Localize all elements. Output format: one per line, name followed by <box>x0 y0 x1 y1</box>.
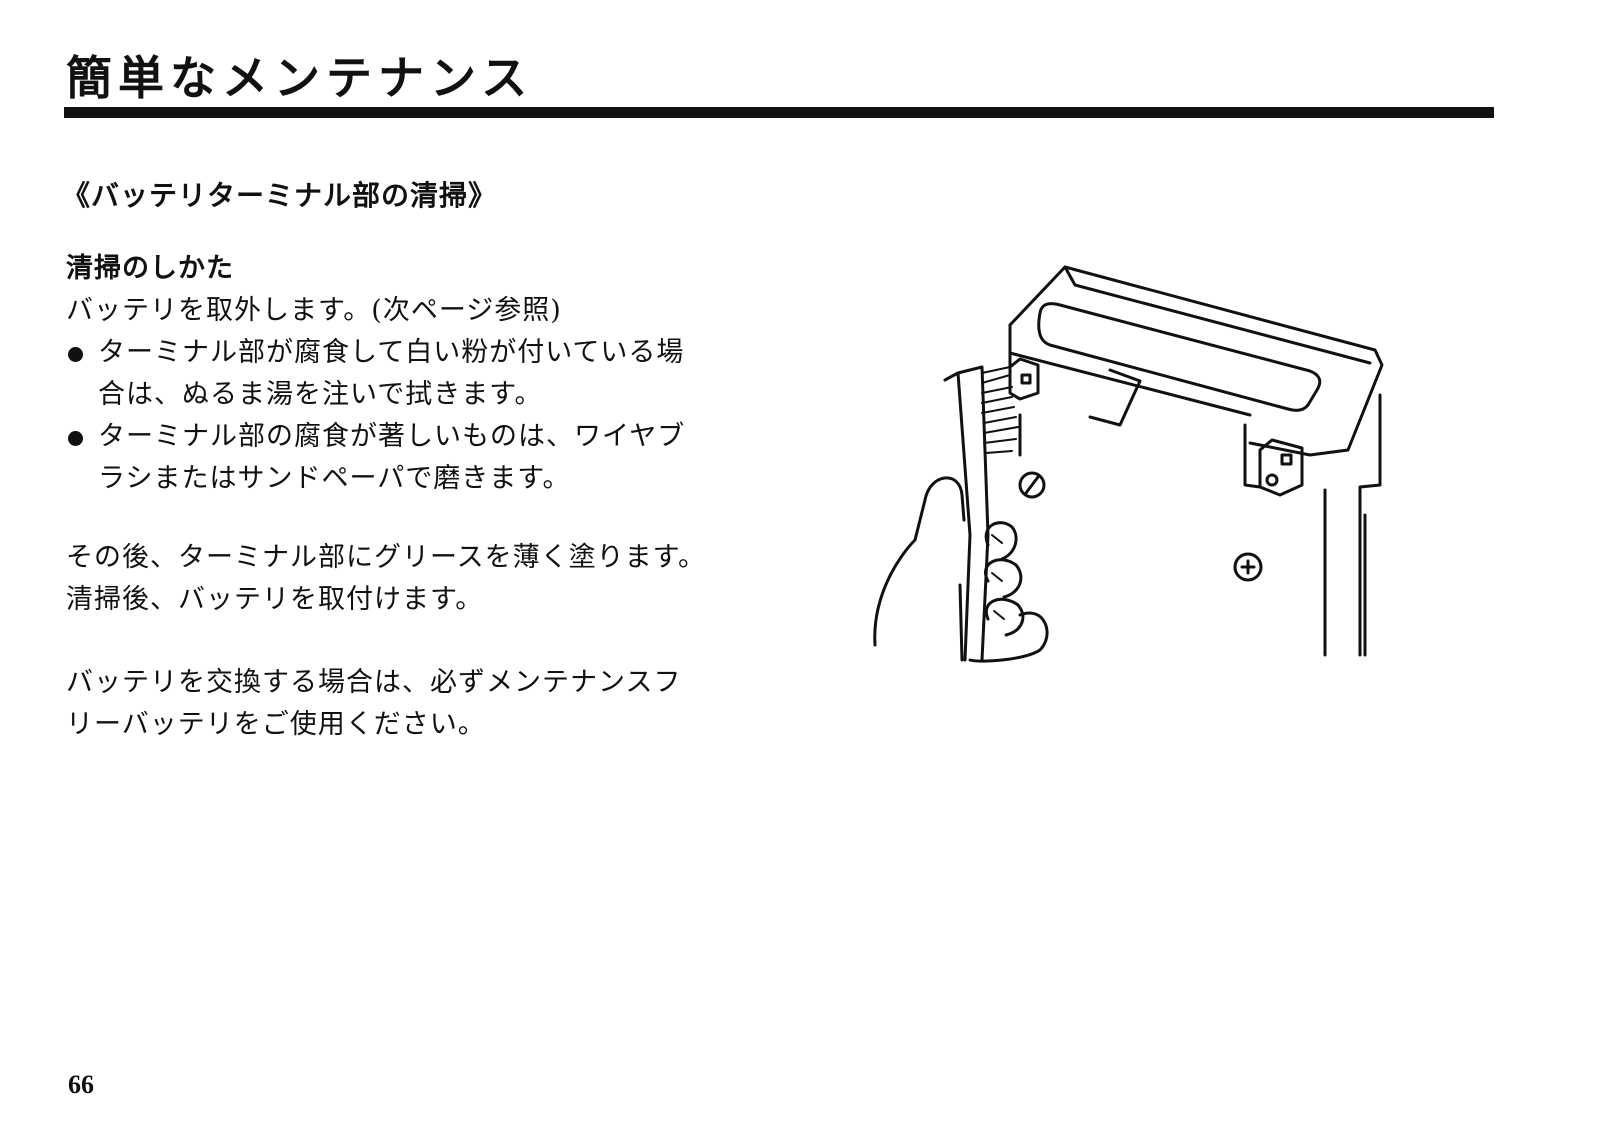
battery-cleaning-illustration <box>873 265 1384 663</box>
procedure-block: 清掃のしかた バッテリを取外します。(次ページ参照) ターミナル部が腐食して白い… <box>66 248 766 500</box>
bullet-icon <box>68 431 83 446</box>
procedure-intro: バッテリを取外します。(次ページ参照) <box>66 295 562 326</box>
page-title: 簡単なメンテナンス <box>66 51 534 105</box>
bullet-icon <box>68 347 83 362</box>
wire-brush <box>943 365 1019 662</box>
bullet-line: 合は、ぬるま湯を注いで拭きます。 <box>98 379 543 410</box>
positive-terminal <box>1243 423 1304 497</box>
battery-body <box>1008 351 1382 657</box>
minus-symbol-icon <box>1018 471 1046 499</box>
bullet-line: ラシまたはサンドペーパで磨きます。 <box>98 463 571 494</box>
hand <box>873 476 1049 663</box>
battery-lid <box>1008 265 1384 457</box>
replacement-block: バッテリを交換する場合は、必ずメンテナンスフ リーバッテリをご使用ください。 <box>66 662 766 746</box>
after-line: 清掃後、バッテリを取付けます。 <box>66 584 484 615</box>
bullet-line: ターミナル部が腐食して白い粉が付いている場 <box>98 337 685 368</box>
negative-terminal <box>1008 357 1040 401</box>
bullet-line: ターミナル部の腐食が著しいものは、ワイヤブ <box>98 421 686 452</box>
replacement-line: リーバッテリをご使用ください。 <box>66 709 486 740</box>
title-rule <box>64 107 1494 118</box>
page-number: 66 <box>68 1070 94 1099</box>
bullet-item: ターミナル部が腐食して白い粉が付いている場 合は、ぬるま湯を注いで拭きます。 <box>66 332 766 416</box>
after-line: その後、ターミナル部にグリースを薄く塗ります。 <box>66 542 706 573</box>
section-heading: 《バッテリターミナル部の清掃》 <box>62 179 498 212</box>
after-cleaning-block: その後、ターミナル部にグリースを薄く塗ります。 清掃後、バッテリを取付けます。 <box>66 537 766 621</box>
replacement-line: バッテリを交換する場合は、必ずメンテナンスフ <box>66 667 682 698</box>
procedure-subheading: 清掃のしかた <box>66 253 234 284</box>
bullet-item: ターミナル部の腐食が著しいものは、ワイヤブ ラシまたはサンドペーパで磨きます。 <box>66 416 766 500</box>
plus-symbol-icon <box>1233 552 1263 582</box>
